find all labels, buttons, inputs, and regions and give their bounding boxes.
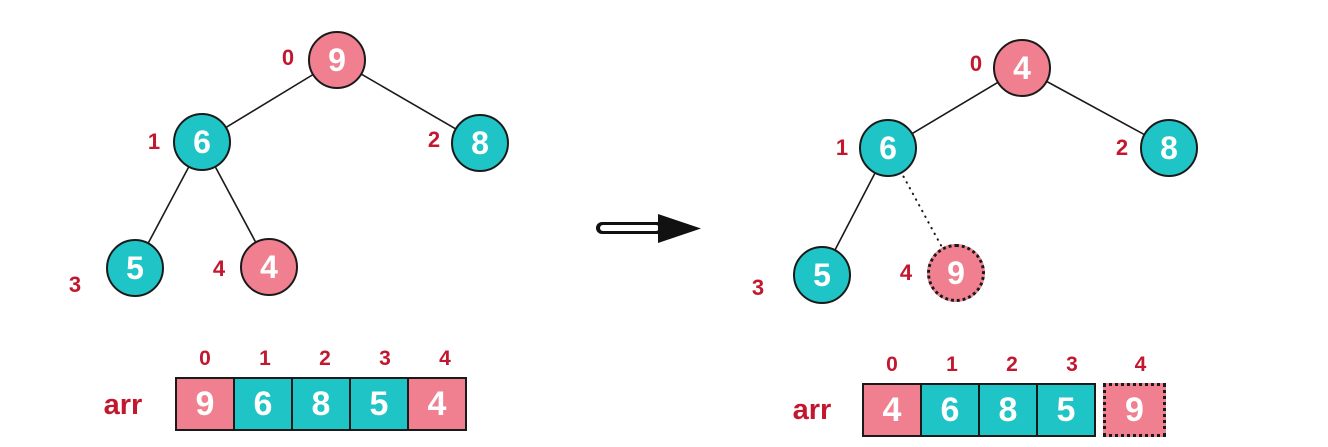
right-array-cell-4-detached: 9 — [1103, 383, 1166, 437]
cell-value: 5 — [369, 385, 389, 423]
node-value: 8 — [1160, 130, 1178, 166]
right-array-index-2: 2 — [1006, 353, 1018, 376]
cell-value: 6 — [940, 391, 960, 429]
left-tree-node-3: 5 — [106, 239, 164, 297]
right-array-cell-0: 4 — [862, 383, 922, 437]
node-value: 4 — [260, 249, 278, 285]
cell-value: 5 — [1056, 391, 1076, 429]
left-array-label: arr — [103, 389, 143, 421]
left-array-index-row: 0 1 2 3 4 — [175, 347, 475, 371]
node-value: 6 — [193, 124, 211, 160]
right-array-cell-2: 8 — [978, 383, 1038, 437]
left-tree-index-2: 2 — [427, 127, 441, 152]
node-value: 6 — [879, 130, 897, 166]
cell-value: 8 — [311, 385, 331, 423]
left-tree-node-1: 6 — [173, 113, 231, 171]
left-array-cell-2: 8 — [291, 377, 351, 431]
left-tree-index-4: 4 — [212, 256, 226, 281]
left-tree-index-1: 1 — [147, 129, 161, 154]
node-value: 9 — [947, 255, 965, 291]
right-array-index-4: 4 — [1134, 353, 1147, 376]
left-array-index-4: 4 — [439, 347, 451, 370]
right-tree-node-3: 5 — [793, 246, 851, 304]
right-array-index-1: 1 — [946, 353, 958, 376]
right-array-index-row: 0 1 2 3 4 — [862, 353, 1172, 377]
node-value: 9 — [328, 42, 346, 78]
left-tree-index-3: 3 — [68, 272, 82, 297]
right-tree-index-2: 2 — [1115, 135, 1129, 160]
right-array: 4 6 8 5 9 — [862, 383, 1166, 437]
cell-value: 4 — [427, 385, 447, 423]
node-value: 4 — [1013, 50, 1031, 86]
right-edge-node1-detached-dotted — [887, 147, 957, 274]
right-array-cell-3: 5 — [1036, 383, 1096, 437]
cell-value: 9 — [1125, 391, 1144, 429]
right-array-label: arr — [792, 394, 832, 426]
left-array-index-0: 0 — [199, 347, 211, 370]
left-array-cell-0: 9 — [175, 377, 235, 431]
cell-value: 6 — [253, 385, 273, 423]
right-tree-node-0: 4 — [993, 39, 1051, 97]
right-tree-index-0: 0 — [969, 51, 983, 76]
right-tree-index-1: 1 — [835, 135, 849, 160]
right-tree-index-4: 4 — [899, 260, 913, 285]
left-array-cell-3: 5 — [349, 377, 409, 431]
cell-value: 9 — [195, 385, 215, 423]
right-array-cell-1: 6 — [920, 383, 980, 437]
right-tree-node-2: 8 — [1140, 119, 1198, 177]
left-tree-node-4: 4 — [240, 238, 298, 296]
left-array-index-1: 1 — [259, 347, 271, 370]
right-tree-node-4-detached: 9 — [927, 244, 985, 302]
right-tree-index-3: 3 — [751, 275, 765, 300]
right-array-index-0: 0 — [886, 353, 898, 376]
left-array-index-3: 3 — [379, 347, 391, 370]
node-value: 5 — [813, 257, 831, 293]
right-array-index-3: 3 — [1066, 353, 1078, 376]
left-array-cell-1: 6 — [233, 377, 293, 431]
left-array-cell-4: 4 — [407, 377, 467, 431]
node-value: 8 — [471, 125, 489, 161]
cell-value: 8 — [998, 391, 1018, 429]
node-value: 5 — [126, 250, 144, 286]
left-array-index-2: 2 — [319, 347, 331, 370]
left-tree-node-0: 9 — [308, 31, 366, 89]
right-tree-node-1: 6 — [859, 119, 917, 177]
left-tree-index-0: 0 — [281, 45, 295, 70]
cell-value: 4 — [882, 391, 902, 429]
right-arrow-icon — [596, 214, 701, 243]
left-tree-node-2: 8 — [451, 114, 509, 172]
left-array: 9 6 8 5 4 — [175, 377, 467, 431]
